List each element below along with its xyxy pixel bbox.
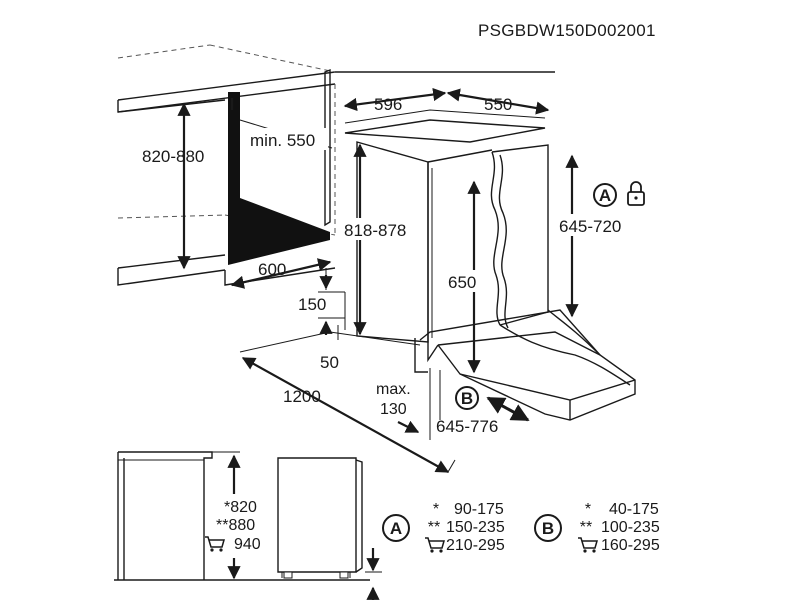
table-a-row-value: 90-175 bbox=[454, 501, 504, 518]
svg-text:645-720: 645-720 bbox=[559, 217, 621, 236]
side-cart-value: 940 bbox=[234, 536, 261, 553]
floor-left bbox=[117, 254, 336, 286]
svg-text:50: 50 bbox=[320, 353, 339, 372]
table-a-row-value: 210-295 bbox=[446, 537, 505, 554]
appliance-base bbox=[414, 309, 636, 421]
svg-text:600: 600 bbox=[258, 260, 286, 279]
model-code: PSGBDW150D002001 bbox=[478, 21, 656, 40]
table-b-row-mark: ** bbox=[580, 519, 592, 536]
svg-text:550: 550 bbox=[484, 95, 512, 114]
dim-appliance-width: 596 bbox=[343, 87, 447, 114]
table-b-row-value: 100-235 bbox=[601, 519, 660, 536]
table-a-marker: A bbox=[390, 519, 402, 538]
side-view-cabinet bbox=[114, 451, 370, 581]
dim-niche-height: 820-880 bbox=[142, 102, 204, 270]
table-b-row-value: 160-295 bbox=[601, 537, 660, 554]
dim-side-height bbox=[212, 451, 272, 580]
svg-text:645-776: 645-776 bbox=[436, 417, 498, 436]
svg-text:max.: max. bbox=[376, 381, 411, 398]
dim-side-plinth bbox=[365, 548, 382, 600]
table-a-row-mark: * bbox=[433, 501, 439, 518]
svg-text:820-880: 820-880 bbox=[142, 147, 204, 166]
svg-text:650: 650 bbox=[448, 273, 476, 292]
svg-text:130: 130 bbox=[380, 401, 407, 418]
side-star2: **880 bbox=[216, 517, 255, 534]
marker-b-top: B bbox=[455, 386, 479, 410]
dim-niche-width: 600 bbox=[230, 258, 332, 289]
cart-icon bbox=[578, 537, 598, 553]
svg-text:596: 596 bbox=[374, 95, 402, 114]
svg-text:B: B bbox=[461, 389, 473, 408]
svg-text:min. 550: min. 550 bbox=[250, 131, 315, 150]
dim-appliance-height: 818-878 bbox=[342, 143, 418, 336]
svg-text:150: 150 bbox=[298, 295, 326, 314]
cart-icon bbox=[205, 536, 225, 552]
svg-text:1200: 1200 bbox=[283, 387, 321, 406]
dim-appliance-depth: 550 bbox=[446, 88, 550, 115]
marker-a-top: A bbox=[593, 183, 617, 207]
table-b: B * 40-175 ** 100-235 160-295 bbox=[534, 501, 660, 554]
lock-icon bbox=[627, 181, 645, 206]
dim-door-adjust: 645-720 bbox=[554, 154, 636, 318]
dim-total-length: 1200 bbox=[239, 331, 456, 473]
side-star1: *820 bbox=[224, 499, 257, 516]
dim-max: max. 130 bbox=[376, 368, 441, 440]
cart-icon bbox=[425, 537, 445, 553]
table-b-row-mark: * bbox=[585, 501, 591, 518]
table-b-row-value: 40-175 bbox=[609, 501, 659, 518]
table-b-marker: B bbox=[542, 519, 554, 538]
dim-door-travel: 645-776 bbox=[436, 396, 530, 436]
dim-niche-depth: min. 550 bbox=[230, 98, 333, 150]
svg-text:A: A bbox=[599, 186, 611, 205]
table-a-row-mark: ** bbox=[428, 519, 440, 536]
table-a-row-value: 150-235 bbox=[446, 519, 505, 536]
dim-plinth: 150 50 bbox=[298, 268, 346, 372]
niche-back-panel bbox=[228, 68, 331, 265]
table-a: A * 90-175 ** 150-235 210-295 bbox=[382, 501, 505, 554]
dim-door-height: 650 bbox=[446, 180, 486, 374]
side-view-appliance bbox=[277, 457, 363, 579]
svg-text:818-878: 818-878 bbox=[344, 221, 406, 240]
